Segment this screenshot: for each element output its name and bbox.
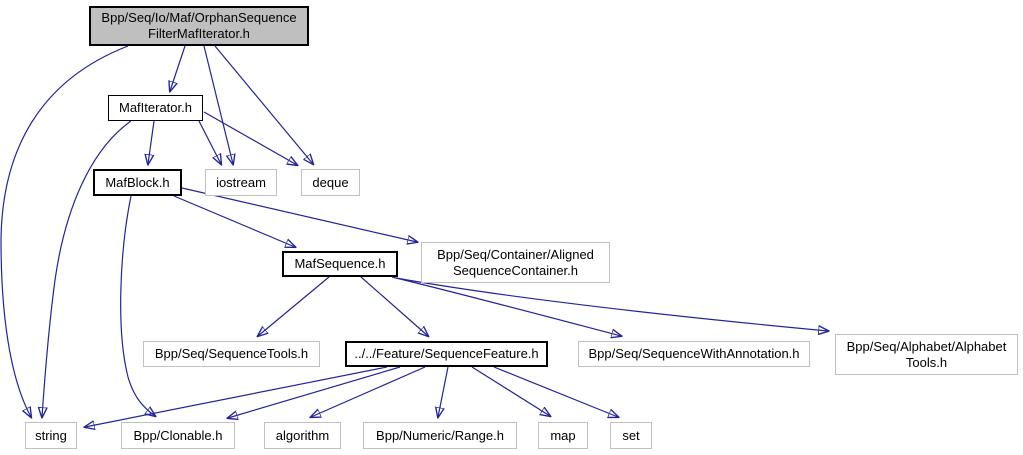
edge-mafblock-to-clonable bbox=[120, 195, 155, 416]
node-orphansequencefiltermafiterator: Bpp/Seq/Io/Maf/OrphanSequence FilterMafI… bbox=[89, 6, 309, 46]
edge-sequencefeature-to-range bbox=[438, 366, 449, 417]
edge-mafiterator-to-iostream bbox=[198, 120, 221, 164]
node-string: string bbox=[25, 422, 77, 449]
edge-mafsequence-to-sequencewithannotation bbox=[391, 276, 621, 336]
edge-root-to-mafiterator bbox=[170, 45, 186, 91]
node-range: Bpp/Numeric/Range.h bbox=[363, 422, 517, 449]
node-alphabettools: Bpp/Seq/Alphabet/Alphabet Tools.h bbox=[835, 334, 1018, 375]
node-iostream: iostream bbox=[205, 169, 277, 196]
edge-sequencefeature-to-algorithm bbox=[311, 366, 426, 417]
node-sequencefeature[interactable]: ../../Feature/SequenceFeature.h bbox=[345, 341, 548, 367]
node-alignedsequencecontainer: Bpp/Seq/Container/Aligned SequenceContai… bbox=[421, 242, 610, 283]
edge-mafiterator-to-string bbox=[42, 120, 132, 417]
edge-mafsequence-to-alphabettools bbox=[395, 277, 828, 331]
edge-sequencefeature-to-string bbox=[85, 366, 388, 427]
node-sequencetools: Bpp/Seq/SequenceTools.h bbox=[143, 341, 320, 367]
node-clonable: Bpp/Clonable.h bbox=[121, 422, 235, 449]
edge-mafblock-to-alignedsequencecontainer bbox=[181, 187, 417, 242]
edge-mafiterator-to-mafblock bbox=[148, 120, 154, 164]
node-mafiterator[interactable]: MafIterator.h bbox=[108, 95, 203, 121]
node-mafsequence[interactable]: MafSequence.h bbox=[282, 251, 398, 277]
edge-mafiterator-to-deque bbox=[203, 111, 297, 165]
edge-mafsequence-to-sequencetools bbox=[258, 276, 330, 336]
edge-root-to-iostream bbox=[203, 45, 233, 164]
node-sequencewithannotation: Bpp/Seq/SequenceWithAnnotation.h bbox=[578, 341, 810, 367]
edge-sequencefeature-to-set bbox=[493, 366, 618, 417]
edge-mafsequence-to-sequencefeature bbox=[360, 276, 428, 336]
node-set: set bbox=[610, 422, 652, 449]
edge-sequencefeature-to-map bbox=[471, 366, 550, 416]
node-algorithm: algorithm bbox=[264, 422, 341, 449]
edge-root-to-deque bbox=[214, 45, 313, 164]
edge-mafblock-to-mafsequence bbox=[173, 195, 295, 247]
node-mafblock[interactable]: MafBlock.h bbox=[93, 169, 182, 196]
node-deque: deque bbox=[301, 169, 360, 196]
node-map: map bbox=[538, 422, 588, 449]
edge-sequencefeature-to-clonable bbox=[228, 366, 401, 418]
